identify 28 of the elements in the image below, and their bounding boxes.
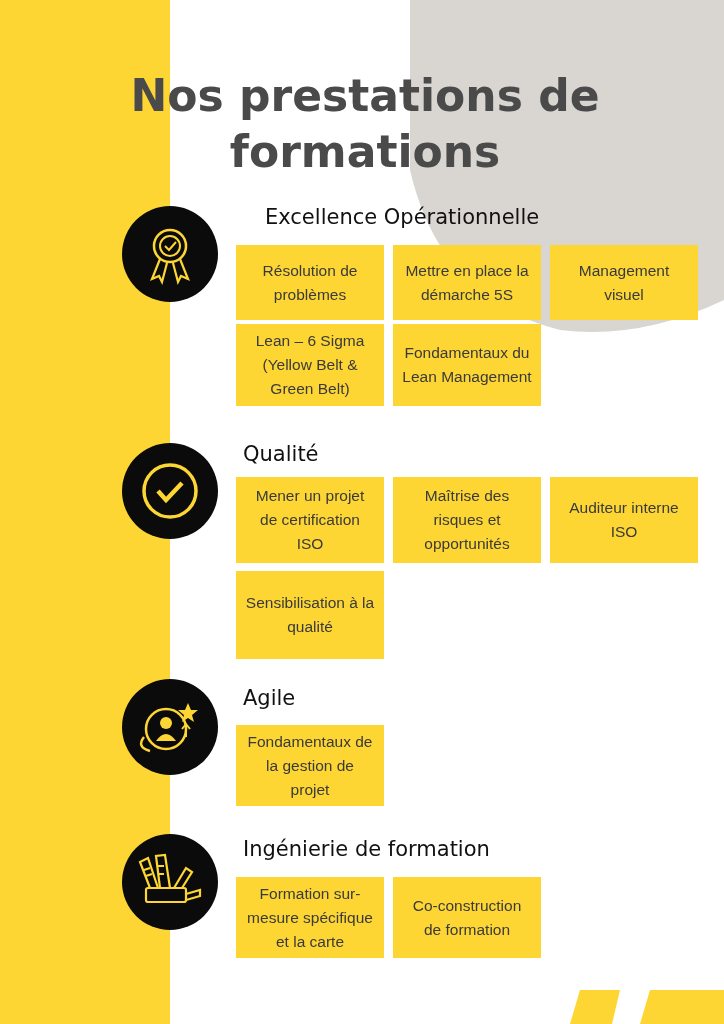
course-title: Résolution de problèmes [261,260,359,305]
course-title: Sensibilisation à la qualité [245,593,375,637]
course-box [393,877,541,958]
course-title: Lean – 6 Sigma (Yellow Belt & Green Belt) [254,331,366,399]
section-heading: Ingénierie de formation [243,837,490,861]
course-title: Fondamentaux de la gestion de projet [246,731,374,800]
course-box [236,725,384,806]
course-title: Fondamentaux du Lean Management [402,343,532,387]
course-box [236,877,384,958]
course-title: Formation sur-mesure spécifique et la carte [246,883,374,952]
course-title: Management visuel [577,260,671,305]
course-box [550,245,698,320]
section-heading: Qualité [243,442,319,466]
course-title: Maîtrise des risques et opportunités [423,486,511,554]
section-heading: Excellence Opérationnelle [265,205,540,229]
course-box [236,324,384,406]
course-box [393,324,541,406]
course-box [393,477,541,563]
section-heading: Agile [243,686,296,710]
course-box [393,245,541,320]
course-box [236,477,384,563]
course-box [550,477,698,563]
course-title: Mettre en place la démarche 5S [404,260,530,305]
course-box [236,571,384,659]
course-title: Auditeur interne ISO [568,498,680,542]
course-box [236,245,384,320]
course-title: Mener un projet de certification ISO [254,486,366,554]
course-title: Co-construction de formation [411,895,523,940]
